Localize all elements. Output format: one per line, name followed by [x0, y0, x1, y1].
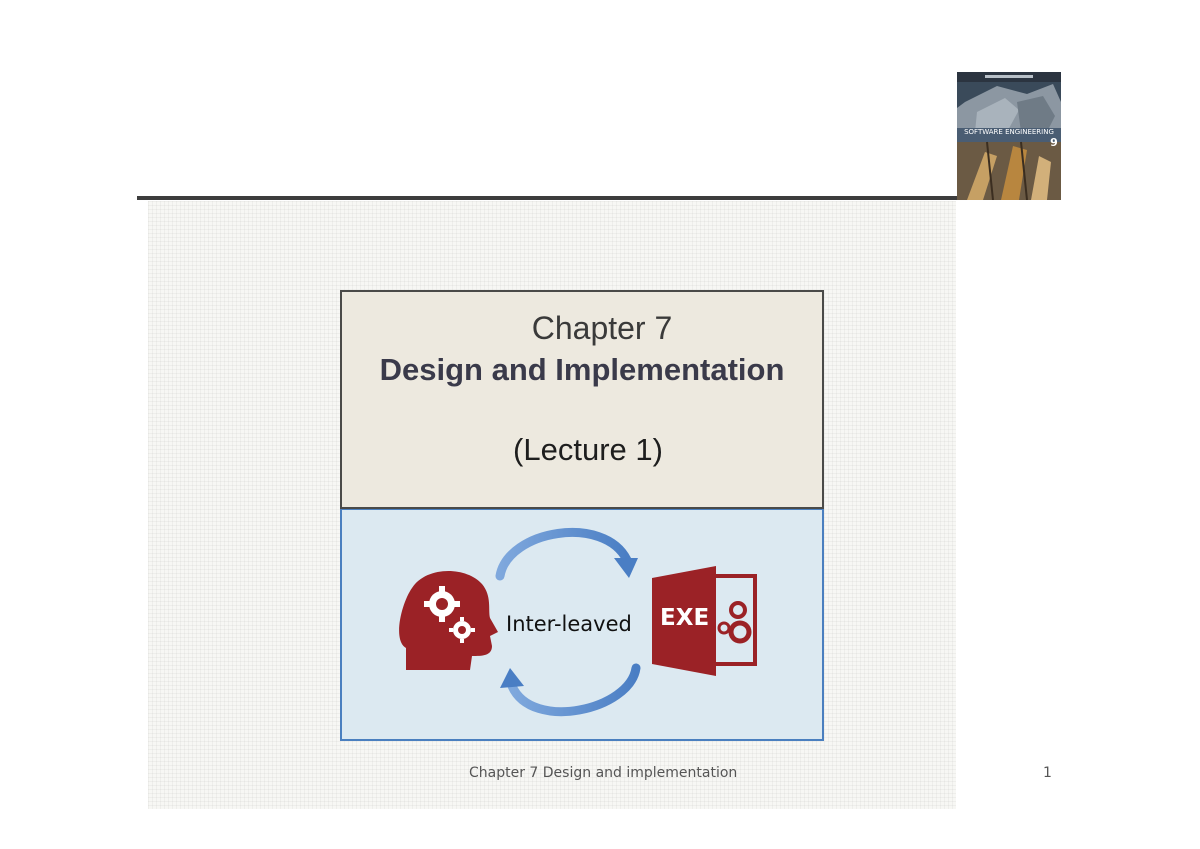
diagram-box: Inter-leaved EXE: [340, 509, 824, 741]
lecture-label: (Lecture 1): [513, 432, 663, 467]
chapter-label: Chapter 7: [531, 310, 673, 346]
title-box: Chapter 7 Design and Implementation (Lec…: [340, 290, 824, 509]
page-number: 1: [1043, 765, 1052, 781]
book-cover-image: SOFTWARE ENGINEERING 9: [957, 72, 1061, 200]
interleaved-label: Inter-leaved: [506, 612, 632, 636]
book-cover-edition: 9: [1050, 136, 1058, 149]
exe-file-icon: [652, 566, 757, 676]
header-rule: [137, 196, 959, 200]
head-with-gears-icon: [399, 570, 498, 670]
footer-text: Chapter 7 Design and implementation: [469, 765, 738, 781]
exe-label: EXE: [660, 605, 710, 631]
slide-title: Design and Implementation: [379, 352, 785, 387]
book-cover-title: SOFTWARE ENGINEERING: [964, 128, 1054, 136]
cycle-arrows-icon: [495, 528, 641, 716]
